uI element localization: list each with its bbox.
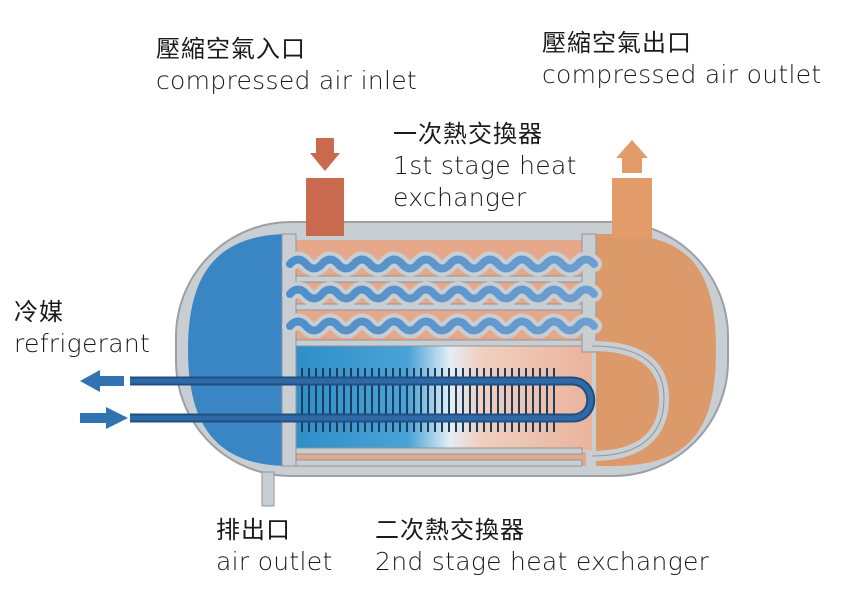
refrigerant-in-arrow: [80, 407, 128, 429]
refrigerant-out-arrow: [80, 370, 124, 392]
outlet-pipe: [612, 178, 652, 238]
drain-pipe: [261, 471, 275, 507]
stage2-label: 二次熱交換器 2nd stage heat exchanger: [375, 516, 710, 576]
stage1-label: 一次熱交換器 1st stage heat exchanger: [393, 120, 577, 212]
drain-label: 排出口 air outlet: [216, 516, 333, 576]
outlet-arrow: [616, 140, 648, 173]
hot-chamber: [596, 234, 716, 466]
wavy-tubes: [282, 251, 602, 339]
air-outlet-label: 壓縮空氣出口 compressed air outlet: [542, 29, 822, 89]
inlet-pipe: [306, 178, 344, 236]
cold-chamber: [188, 234, 290, 466]
air-inlet-label: 壓縮空氣入口 compressed air inlet: [156, 35, 418, 95]
separator-strips: [295, 275, 583, 467]
stage2-core: [296, 346, 592, 450]
inlet-arrow: [310, 138, 340, 171]
refrigerant-label: 冷媒 refrigerant: [14, 298, 151, 358]
